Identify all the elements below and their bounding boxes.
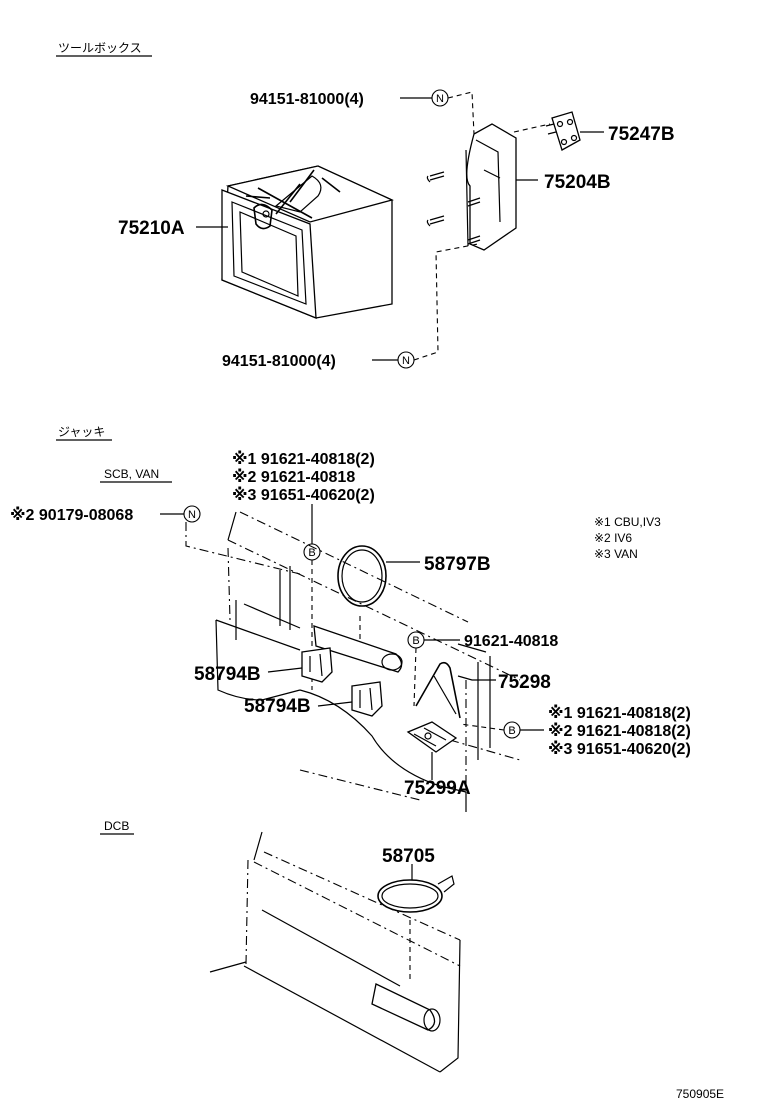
callout-b-1-text: B — [308, 547, 315, 559]
belt-58705-drawing — [377, 875, 455, 913]
body-panel-scb-drawing — [215, 511, 521, 812]
leader-58794b-2 — [317, 701, 353, 707]
part-58705: 58705 — [382, 846, 435, 867]
part-58794b-2: 58794B — [244, 696, 311, 717]
part-91621: 91621-40818 — [464, 633, 558, 650]
callout-n-top: N — [431, 89, 449, 107]
callout-n-jack: N — [183, 505, 201, 523]
dash-nut-bottom — [413, 243, 479, 361]
part-58797b: 58797B — [424, 554, 491, 575]
part-nut-bottom: 94151-81000(4) — [222, 353, 336, 370]
bracket-75299a-drawing — [406, 721, 458, 753]
plate-75247b-drawing — [545, 111, 581, 151]
belt-58797b-drawing — [337, 545, 387, 607]
part-75299a: 75299A — [404, 778, 471, 799]
part-nut-90179: ※2 90179-08068 — [10, 506, 133, 524]
figure-code: 750905E — [676, 1087, 724, 1101]
body-panel-dcb-drawing — [209, 831, 461, 1073]
dash-b2-down — [413, 647, 417, 707]
callout-n-bottom-text: N — [402, 355, 410, 367]
section-scb-van-label: SCB, VAN — [104, 467, 159, 481]
part-jack-b2-l3: ※3 91651-40620(2) — [548, 740, 691, 758]
section-dcb-label: DCB — [104, 819, 129, 833]
part-58794b-1: 58794B — [194, 664, 261, 685]
part-75210a: 75210A — [118, 218, 185, 239]
legend-2: ※2 IV6 — [594, 531, 632, 545]
leader-58794b-1 — [267, 667, 303, 673]
part-jack-b1-l1: ※1 91621-40818(2) — [232, 450, 375, 468]
part-75204b: 75204B — [544, 172, 611, 193]
rod-75298-drawing — [415, 661, 461, 719]
leader-75298 — [457, 675, 496, 681]
legend-3: ※3 VAN — [594, 547, 638, 561]
part-nut-top: 94151-81000(4) — [250, 91, 364, 108]
callout-n-bottom: N — [397, 351, 415, 369]
bracket-58794b-2-drawing — [351, 681, 383, 717]
part-75298: 75298 — [498, 672, 551, 693]
part-jack-b2-l2: ※2 91621-40818(2) — [548, 722, 691, 740]
section-toolbox-label: ツールボックス — [58, 41, 142, 55]
part-jack-b1-l2: ※2 91621-40818 — [232, 468, 355, 486]
callout-n-jack-text: N — [188, 509, 196, 521]
toolbox-drawing — [221, 165, 394, 319]
section-jack-label: ジャッキ — [58, 425, 105, 439]
callout-n-top-text: N — [436, 93, 444, 105]
dash-75247b — [513, 123, 551, 133]
jack-cylinder-drawing — [313, 616, 403, 673]
part-jack-b1-l3: ※3 91651-40620(2) — [232, 486, 375, 504]
callout-b-2: B — [407, 631, 425, 649]
callout-b-3-text: B — [508, 725, 515, 737]
bracket-58794b-1-drawing — [301, 647, 333, 683]
callout-b-3: B — [503, 721, 521, 739]
dash-nut-90179 — [185, 522, 301, 575]
part-jack-b2-l1: ※1 91621-40818(2) — [548, 704, 691, 722]
callout-b-2-text: B — [412, 635, 419, 647]
dash-b3 — [459, 723, 505, 731]
legend-1: ※1 CBU,IV3 — [594, 515, 661, 529]
bracket-75204b-drawing — [426, 123, 517, 251]
part-75247b: 75247B — [608, 124, 675, 145]
dash-nut-top — [447, 91, 475, 135]
